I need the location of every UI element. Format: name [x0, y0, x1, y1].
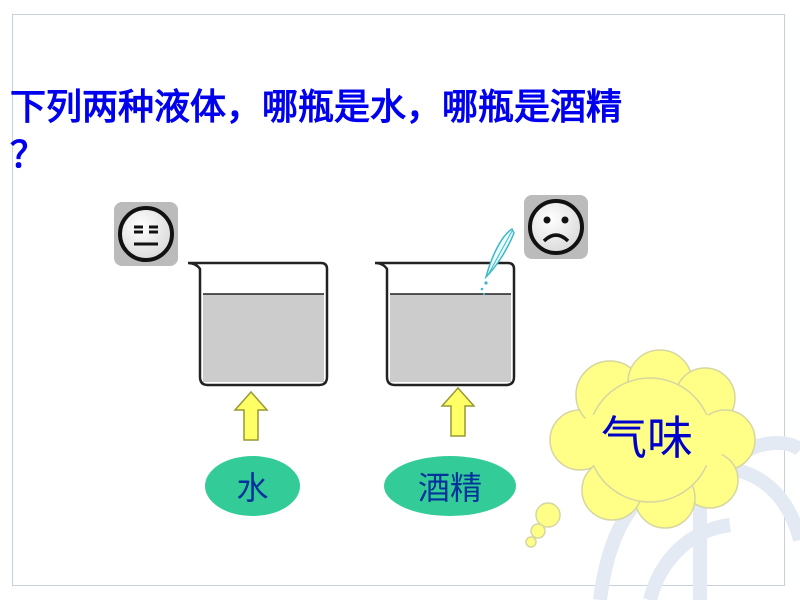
label-alcohol: 酒精	[384, 456, 516, 516]
up-arrow-right-icon	[440, 386, 476, 437]
page-title: 下列两种液体，哪瓶是水，哪瓶是酒精 ？	[10, 84, 780, 180]
label-water: 水	[205, 456, 300, 516]
title-line-1: 下列两种液体，哪瓶是水，哪瓶是酒精	[10, 87, 623, 128]
beaker-left	[187, 261, 329, 387]
label-alcohol-text: 酒精	[417, 469, 482, 507]
slide-frame	[12, 14, 785, 586]
title-line-2: ？	[10, 135, 47, 176]
label-water-text: 水	[236, 469, 269, 507]
neutral-face-icon	[114, 202, 178, 266]
beaker-right	[374, 261, 516, 387]
bubble-text: 气味	[601, 411, 693, 465]
up-arrow-left-icon	[233, 390, 269, 441]
vapor-feather-icon	[480, 227, 515, 296]
sad-face-icon	[524, 195, 588, 259]
